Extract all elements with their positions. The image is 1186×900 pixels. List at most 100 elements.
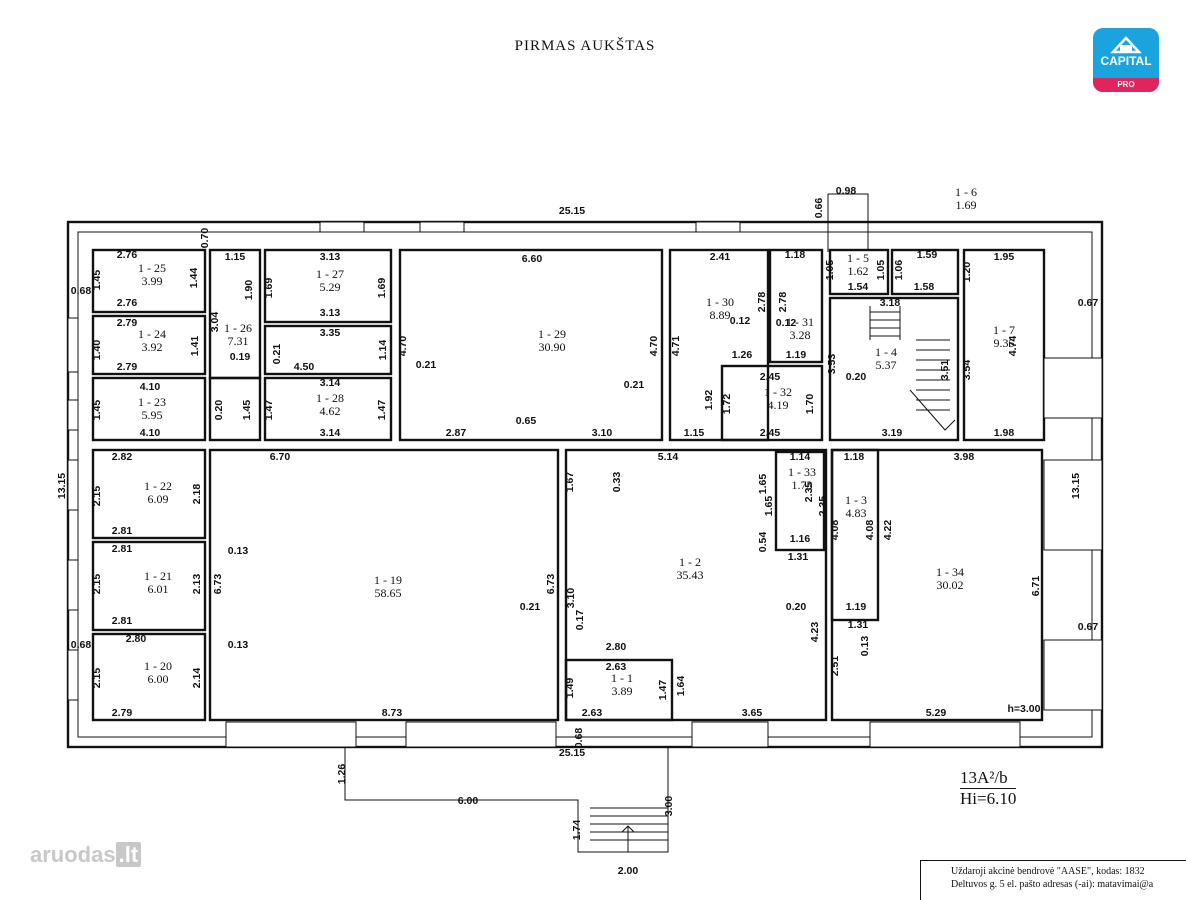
dimension-label: 1.54 — [848, 281, 869, 293]
dimension-label: 0.17 — [574, 610, 586, 631]
dimension-label: 1.72 — [721, 394, 733, 415]
dimension-label: 1.41 — [189, 336, 201, 357]
dimension-label: 2.80 — [606, 641, 627, 653]
outer-wall — [66, 220, 1104, 749]
dimension-label: 2.41 — [710, 251, 731, 263]
dimension-label: 1.95 — [994, 251, 1015, 263]
dimension-label: 1.20 — [961, 262, 973, 283]
room-area: 30.90 — [539, 340, 566, 354]
dimension-label: 2.79 — [117, 361, 138, 373]
capital-pro-logo[interactable]: CAPITAL PRO — [1093, 28, 1159, 92]
room-area: 3.99 — [142, 274, 163, 288]
dimension-label: 2.35 — [817, 496, 829, 517]
dimension-label: 1.19 — [846, 601, 867, 613]
dimension-label: 2.81 — [112, 543, 133, 555]
dimension-label: 6.00 — [458, 795, 479, 807]
dimension-label: 2.80 — [126, 633, 147, 645]
dimension-label: 5.14 — [658, 451, 679, 463]
dimension-label: 3.04 — [209, 312, 221, 333]
room-id: 1 - 3 — [845, 493, 867, 507]
dimension-label: 1.15 — [225, 251, 246, 263]
room-id: 1 - 21 — [144, 569, 172, 583]
room-outline — [91, 448, 207, 540]
dimension-label: 0.21 — [271, 344, 283, 365]
room-area: 6.01 — [148, 582, 169, 596]
dimension-label: 1.05 — [824, 260, 836, 281]
dimension-label: 1.65 — [763, 496, 775, 517]
dimension-label: 8.73 — [382, 707, 403, 719]
dimension-label: 1.40 — [91, 340, 103, 361]
room-id: 1 - 7 — [993, 323, 1015, 337]
dimension-label: 1.65 — [757, 474, 769, 495]
dimension-label: 2.00 — [618, 865, 639, 877]
dimension-label: 3.10 — [592, 427, 613, 439]
dimension-label: 1.16 — [790, 533, 811, 545]
room-id: 1 - 4 — [875, 345, 897, 359]
dimension-label: 1.90 — [243, 280, 255, 301]
room-area: 3.28 — [790, 328, 811, 342]
dimension-label: 5.29 — [926, 707, 947, 719]
dimension-label: h=3.00 — [1008, 703, 1041, 715]
room-id: 1 - 20 — [144, 659, 172, 673]
room-outline — [263, 248, 393, 324]
dimension-label: 2.79 — [117, 317, 138, 329]
room-outline — [91, 632, 207, 722]
dimension-label: 0.67 — [1078, 621, 1099, 633]
dimension-label: 2.87 — [446, 427, 467, 439]
dimension-label: 4.70 — [648, 336, 660, 357]
dimension-label: 2.76 — [117, 297, 138, 309]
room-id: 1 - 2 — [679, 555, 701, 569]
room-id: 1 - 24 — [138, 327, 166, 341]
dimension-label: 1.47 — [263, 400, 275, 421]
dimension-label: 2.81 — [112, 615, 133, 627]
dimension-label: 0.20 — [846, 371, 867, 383]
room-area: 1.73 — [792, 478, 813, 492]
dimension-label: 3.14 — [320, 377, 341, 389]
dimension-label: 2.63 — [606, 661, 627, 673]
dimension-label: 4.10 — [140, 427, 161, 439]
room-outline — [774, 450, 826, 552]
dimension-label: 6.60 — [522, 253, 543, 265]
dimension-label: 25.15 — [559, 747, 585, 759]
room-id: 1 - 31 — [786, 315, 814, 329]
dimension-label: 25.15 — [559, 205, 585, 217]
dimension-label: 4.10 — [140, 381, 161, 393]
dimension-label: 4.23 — [809, 622, 821, 643]
dimension-label: 3.65 — [742, 707, 763, 719]
dimension-label: 0.21 — [520, 601, 541, 613]
dimension-label: 0.13 — [859, 636, 871, 657]
dimension-label: 1.98 — [994, 427, 1015, 439]
room-area: 5.29 — [320, 280, 341, 294]
dimension-label: 2.35 — [803, 482, 815, 503]
room-outline — [668, 248, 770, 442]
dimension-label: 2.13 — [191, 574, 203, 595]
dimension-label: 3.10 — [565, 588, 577, 609]
dimension-label: 0.13 — [228, 639, 249, 651]
room-area: 6.00 — [148, 672, 169, 686]
room-id: 1 - 30 — [706, 295, 734, 309]
dimension-label: 3.98 — [954, 451, 975, 463]
dimension-label: 0.19 — [230, 351, 251, 363]
dimension-label: 4.50 — [294, 361, 315, 373]
dimension-label: 6.73 — [212, 574, 224, 595]
dimension-label: 4.08 — [864, 520, 876, 541]
dimension-label: 1.47 — [657, 680, 669, 701]
room-area: 8.89 — [710, 308, 731, 322]
dimension-label: 0.21 — [416, 359, 437, 371]
dimension-label: 2.82 — [112, 451, 133, 463]
dimension-label: 0.21 — [624, 379, 645, 391]
room-area: 35.43 — [677, 568, 704, 582]
dimension-label: 6.71 — [1030, 576, 1042, 597]
dimension-label: 2.81 — [112, 525, 133, 537]
dimension-label: 0.20 — [213, 400, 225, 421]
dimension-label: 1.49 — [564, 678, 576, 699]
room-area: 5.37 — [876, 358, 897, 372]
sheet-code-value: 13A²/b — [960, 768, 1017, 789]
room-area: 7.31 — [228, 334, 249, 348]
dimension-label: 3.14 — [320, 427, 341, 439]
dimension-label: 1.74 — [571, 820, 583, 841]
dimension-label: 2.45 — [760, 427, 781, 439]
dimension-label: 0.12 — [730, 315, 751, 327]
room-area: 3.92 — [142, 340, 163, 354]
dimension-label: 2.76 — [117, 249, 138, 261]
